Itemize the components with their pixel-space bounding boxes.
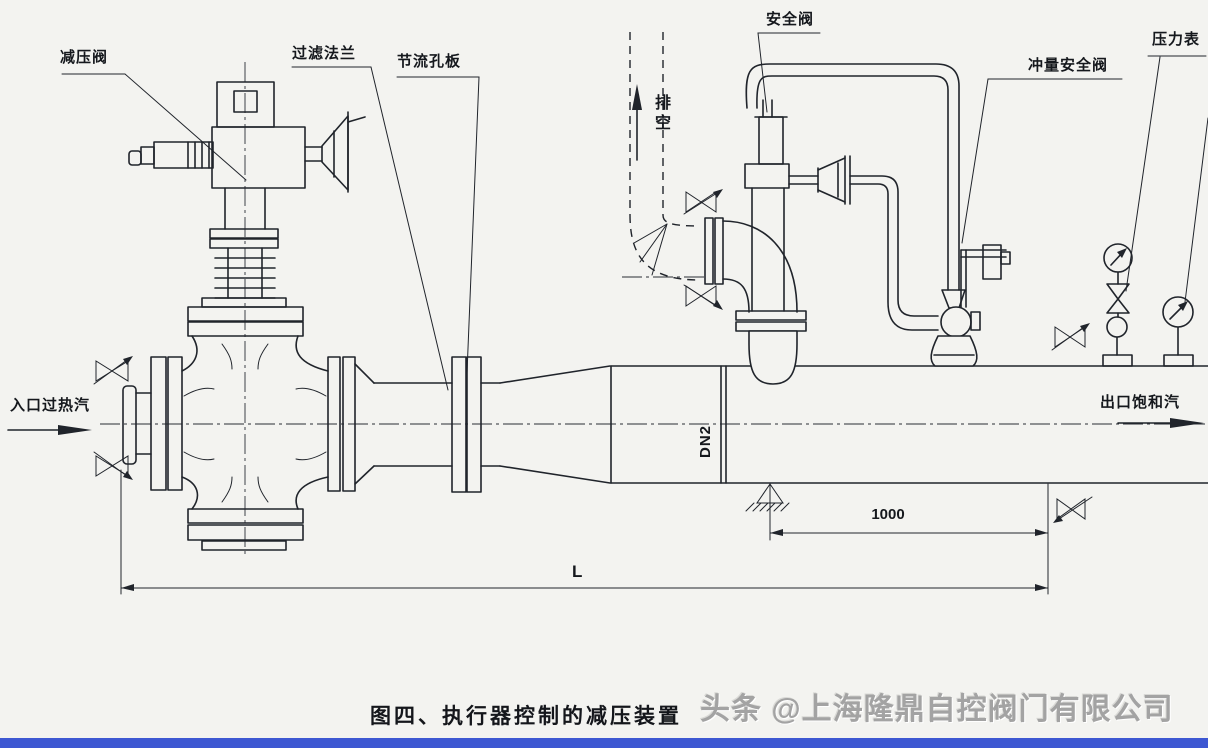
- needle-valve-symbol: [683, 284, 723, 310]
- dimension-1000: 1000: [871, 506, 905, 523]
- pressure-gauges-drawing: [1102, 243, 1194, 367]
- safety-valve-label: 安全阀: [766, 11, 815, 28]
- needle-valve-symbol: [1051, 323, 1090, 351]
- dimension-L: L: [572, 562, 583, 581]
- gauge-needle: [1178, 301, 1188, 311]
- outlet-flow-arrow: [1170, 418, 1204, 428]
- impulse-safety-valve-label: 冲量安全阀: [1028, 57, 1109, 74]
- actuator: [128, 81, 366, 299]
- needle-valve-symbols: [93, 189, 1093, 523]
- safety-valve-drawing: [704, 63, 960, 385]
- reducing-valve-body: [181, 297, 329, 551]
- vent-up-arrow: [632, 84, 642, 110]
- vent-label: 排空: [652, 94, 669, 134]
- outlet-label: 出口饱和汽: [1100, 394, 1181, 411]
- needle-valve-symbol: [93, 356, 133, 385]
- watermark: 头条 @上海隆鼎自控阀门有限公司: [700, 693, 1174, 726]
- inlet-flow-arrow: [58, 425, 92, 435]
- orifice-plate-label: 节流孔板: [397, 53, 462, 70]
- dimension-lines: [120, 469, 1049, 595]
- pipe-size-label: DN2: [697, 424, 714, 458]
- footer-bar: [0, 738, 1208, 748]
- anchor-symbol: [745, 483, 790, 512]
- needle-valve-symbol: [1053, 496, 1093, 523]
- flow-arrows: [7, 418, 1204, 435]
- gauge-needle: [1117, 248, 1127, 258]
- gauge-with-valve: [1102, 243, 1133, 367]
- leader-lines: [61, 32, 1208, 391]
- figure-caption: 图四、执行器控制的减压装置: [370, 705, 682, 728]
- impulse-safety-valve-drawing: [930, 244, 1011, 367]
- inlet-label: 入口过热汽: [10, 397, 91, 414]
- filter-flange-label: 过滤法兰: [292, 45, 357, 62]
- gauge-plain: [1162, 296, 1194, 367]
- vent-pipe-drawing: [629, 32, 701, 281]
- main-pipe: [122, 356, 1208, 493]
- needle-valve-symbol: [93, 451, 133, 480]
- pressure-gauge-label: 压力表: [1152, 31, 1201, 48]
- centerlines: [100, 62, 1206, 556]
- needle-valve-symbol: [683, 189, 723, 215]
- reducing-valve-label: 减压阀: [60, 49, 109, 66]
